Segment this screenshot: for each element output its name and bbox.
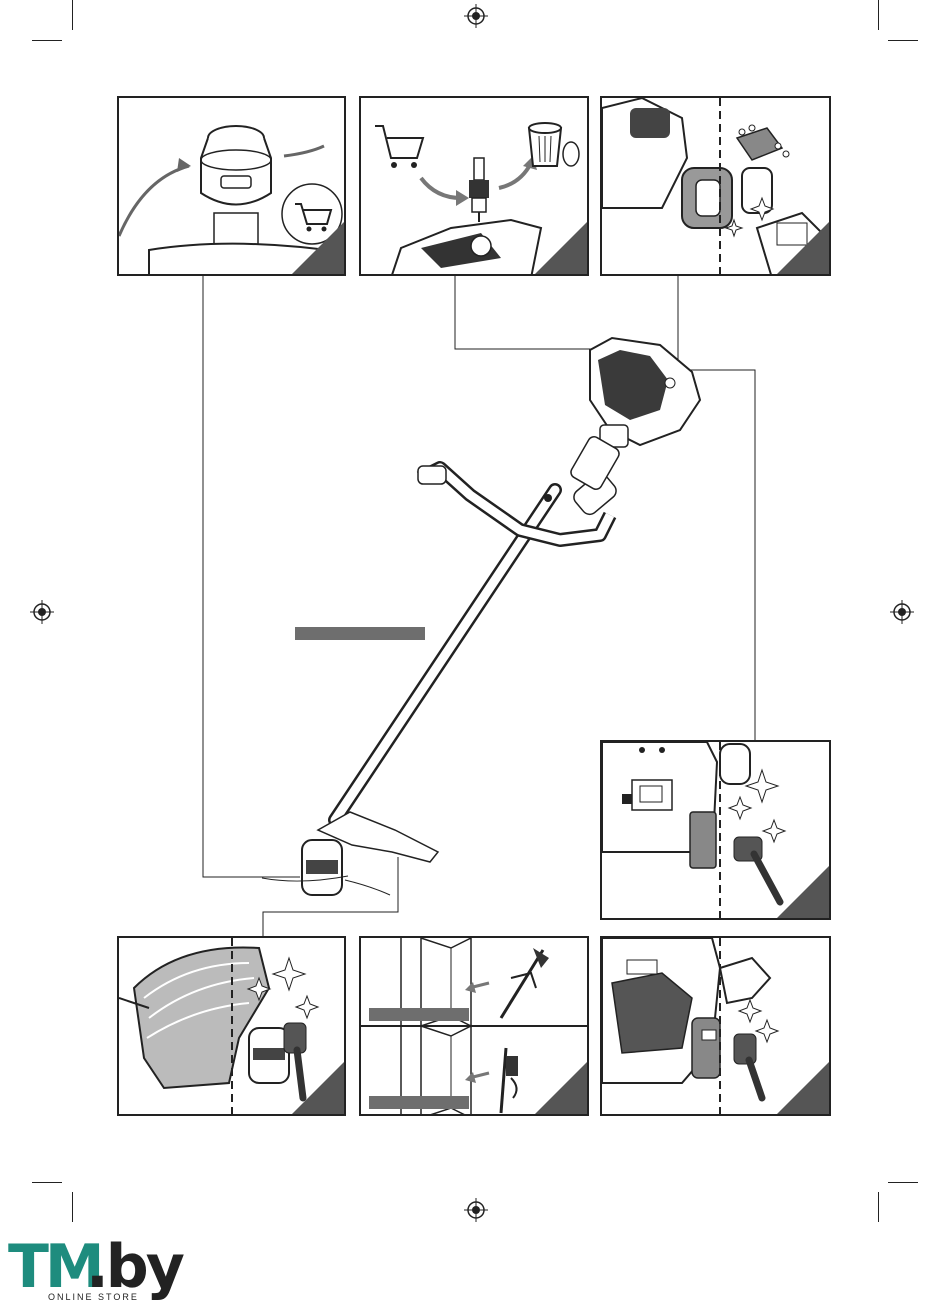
brush-icon (734, 1034, 762, 1098)
corner-tab (535, 222, 587, 274)
store-logo: TM .by ONLINE STORE (8, 1236, 158, 1306)
logo-suffix: .by (86, 1236, 182, 1298)
corner-tab (292, 1062, 344, 1114)
corner-tab (777, 866, 829, 918)
label-bar (369, 1096, 469, 1109)
corner-tab (535, 1062, 587, 1114)
corner-tab (777, 1062, 829, 1114)
panel-engine-side-clean (600, 936, 831, 1116)
corner-tab (292, 222, 344, 274)
trash-bin-icon (529, 123, 579, 166)
panel-guard-clean (117, 936, 346, 1116)
label-bar (369, 1008, 469, 1021)
panel-spark-plug-replace (359, 96, 589, 276)
panel-storage (359, 936, 589, 1116)
corner-tab (777, 222, 829, 274)
panel-trimmer-head-replace (117, 96, 346, 276)
logo-tagline: ONLINE STORE (48, 1292, 139, 1302)
spark-plug-icon (469, 158, 489, 222)
cart-icon (375, 126, 423, 168)
panel-air-filter-clean (600, 96, 831, 276)
panel-engine-cover-clean (600, 740, 831, 920)
brush-icon (734, 837, 780, 902)
label-bar (295, 627, 425, 640)
